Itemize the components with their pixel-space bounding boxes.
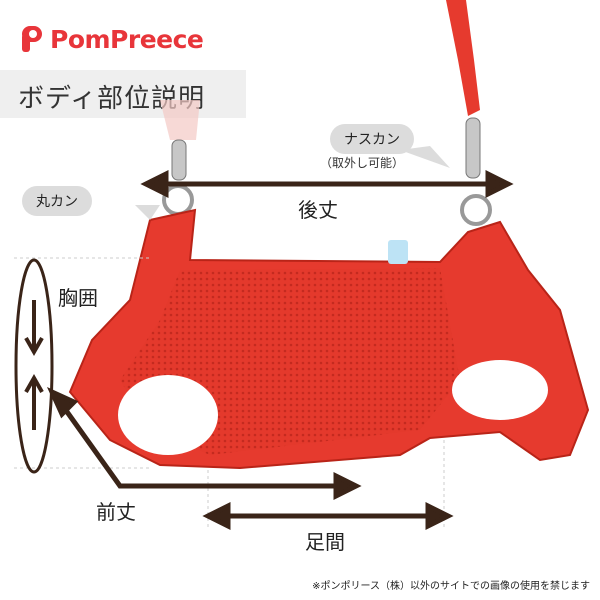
chest-label: 胸囲 (58, 286, 98, 310)
right-clip-icon (460, 117, 492, 226)
strap-remnant (160, 100, 200, 140)
title-band (0, 70, 246, 118)
copyright-footer: ※ポンポリース（株）以外のサイトでの画像の使用を禁じます (312, 581, 590, 592)
leg-gap-arrow (202, 501, 454, 531)
back-leg-hole (452, 360, 548, 420)
leash-strap (446, 0, 480, 116)
brand-name: PomPreece (50, 24, 204, 54)
back-length-label: 後丈 (298, 198, 338, 222)
logo-mark-icon (20, 24, 44, 54)
nascan-label: ナスカン (330, 124, 414, 154)
leg-gap-label: 足間 (305, 530, 345, 554)
brand-tag (388, 240, 408, 264)
chest-ellipse (14, 258, 54, 474)
brand-logo: PomPreece (20, 22, 204, 56)
front-leg-hole (118, 375, 218, 455)
back-length-arrow (140, 169, 514, 199)
front-length-arrow (46, 386, 362, 501)
front-length-label: 前丈 (96, 500, 136, 524)
nascan-note: （取外し可能） (320, 156, 405, 170)
chest-arrows (24, 300, 44, 430)
marukan-label: 丸カン (22, 186, 92, 216)
